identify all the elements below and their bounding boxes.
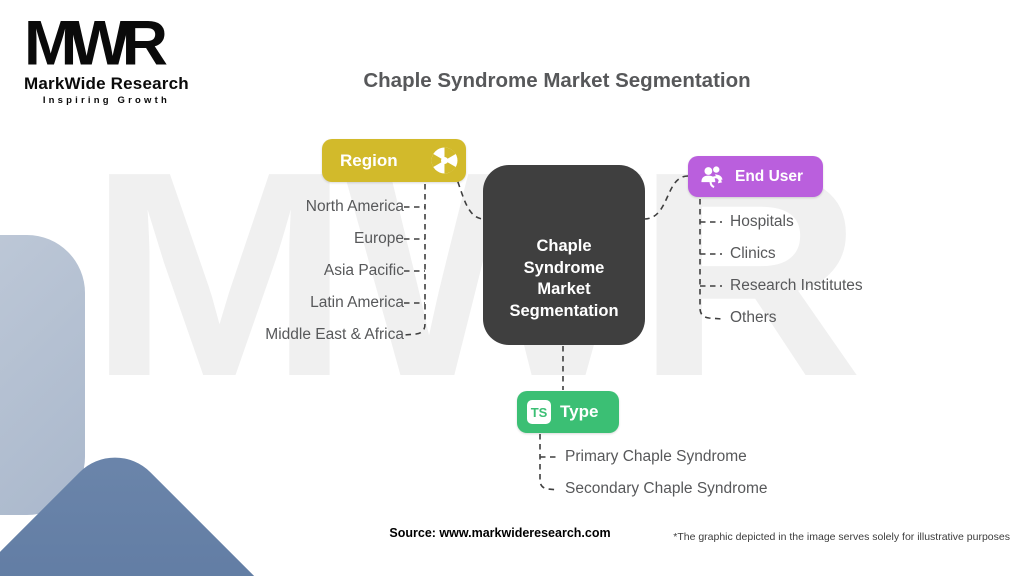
logo-acronym: MWR xyxy=(24,7,168,79)
region-item: Asia Pacific xyxy=(323,262,404,279)
region-item: Middle East & Africa xyxy=(265,326,404,343)
type-pill-label: Type xyxy=(560,402,599,421)
region-item: Latin America xyxy=(310,294,404,311)
center-node-label: Chaple Syndrome Market Segmentation xyxy=(509,237,619,320)
users-refresh-icon xyxy=(699,164,727,190)
corner-diamond-light xyxy=(0,235,85,515)
region-pill-label: Region xyxy=(340,150,398,170)
center-node: Chaple Syndrome Market Segmentation xyxy=(483,165,645,345)
source-text: Source: www.markwideresearch.com xyxy=(389,526,611,540)
disclaimer-text: *The graphic depicted in the image serve… xyxy=(673,531,1010,543)
end-user-item: Research Institutes xyxy=(730,277,863,294)
page-title: Chaple Syndrome Market Segmentation xyxy=(363,69,751,92)
ts-badge-icon: TS xyxy=(527,400,551,424)
end-user-item: Clinics xyxy=(730,245,776,262)
region-item: North America xyxy=(305,198,404,215)
end-user-item: Others xyxy=(730,309,777,326)
type-item: Primary Chaple Syndrome xyxy=(565,448,747,465)
branch-pill-type: TS Type xyxy=(517,391,619,433)
connector-type-trunk xyxy=(539,434,559,491)
type-item-list: Primary Chaple Syndrome Secondary Chaple… xyxy=(565,441,845,505)
logo-tagline: Inspiring Growth xyxy=(42,95,171,106)
end-user-item: Hospitals xyxy=(730,213,794,230)
branch-pill-end-user: End User xyxy=(688,156,823,197)
branch-pill-region: Region xyxy=(322,139,466,182)
brand-logo: MWR MarkWide Research Inspiring Growth xyxy=(24,7,189,106)
end-user-item-list: Hospitals Clinics Research Institutes Ot… xyxy=(730,206,990,334)
logo-name: MarkWide Research xyxy=(24,74,189,93)
end-user-pill-label: End User xyxy=(735,167,804,185)
region-item-list: North America Europe Asia Pacific Latin … xyxy=(150,191,404,351)
type-item: Secondary Chaple Syndrome xyxy=(565,480,768,497)
globe-icon xyxy=(431,147,458,174)
region-item: Europe xyxy=(354,230,404,247)
